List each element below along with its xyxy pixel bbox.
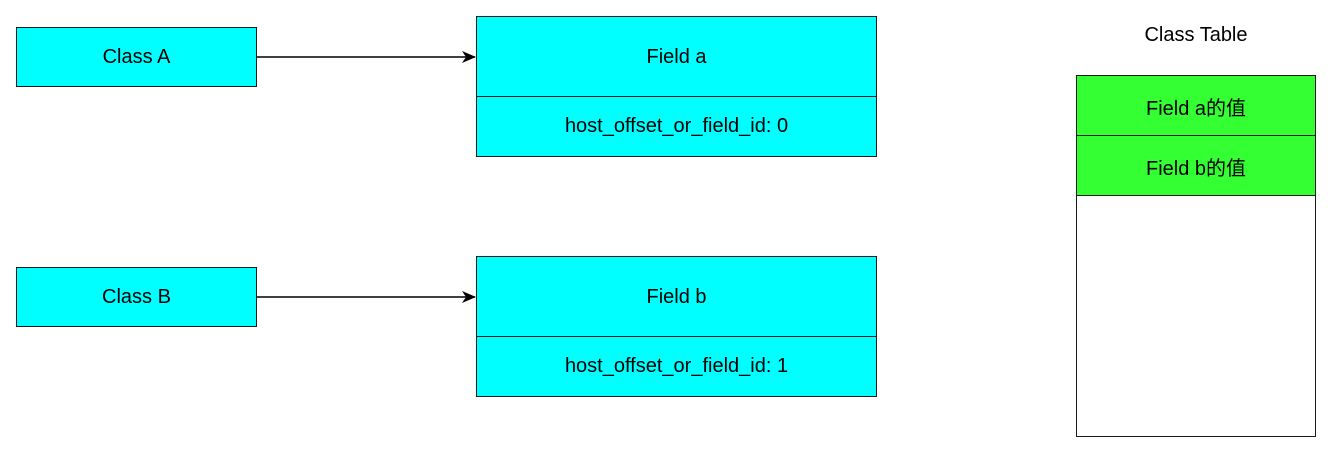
field-a-name-cell: Field a bbox=[476, 16, 877, 98]
class-table-row-field-a: Field a的值 bbox=[1076, 75, 1316, 137]
field-a-id-cell: host_offset_or_field_id: 0 bbox=[476, 96, 877, 157]
field-b-name-cell: Field b bbox=[476, 256, 877, 338]
field-b-name-label: Field b bbox=[646, 285, 707, 308]
class-a-node: Class A bbox=[16, 27, 257, 87]
class-table-row-field-b: Field b的值 bbox=[1076, 135, 1316, 197]
class-table-row-field-a-label: Field a的值 bbox=[1145, 97, 1247, 120]
field-a-id-label: host_offset_or_field_id: 0 bbox=[564, 115, 789, 137]
field-a-name-label: Field a bbox=[646, 45, 707, 68]
class-b-node: Class B bbox=[16, 267, 257, 327]
field-b-id-label: host_offset_or_field_id: 1 bbox=[564, 355, 789, 377]
class-a-label: Class A bbox=[102, 45, 171, 68]
class-b-label: Class B bbox=[102, 285, 171, 308]
field-b-id-cell: host_offset_or_field_id: 1 bbox=[476, 336, 877, 397]
class-table-title: Class Table bbox=[1144, 24, 1248, 46]
class-table-row-field-b-label: Field b的值 bbox=[1145, 157, 1247, 180]
class-table-empty-area bbox=[1076, 195, 1316, 437]
